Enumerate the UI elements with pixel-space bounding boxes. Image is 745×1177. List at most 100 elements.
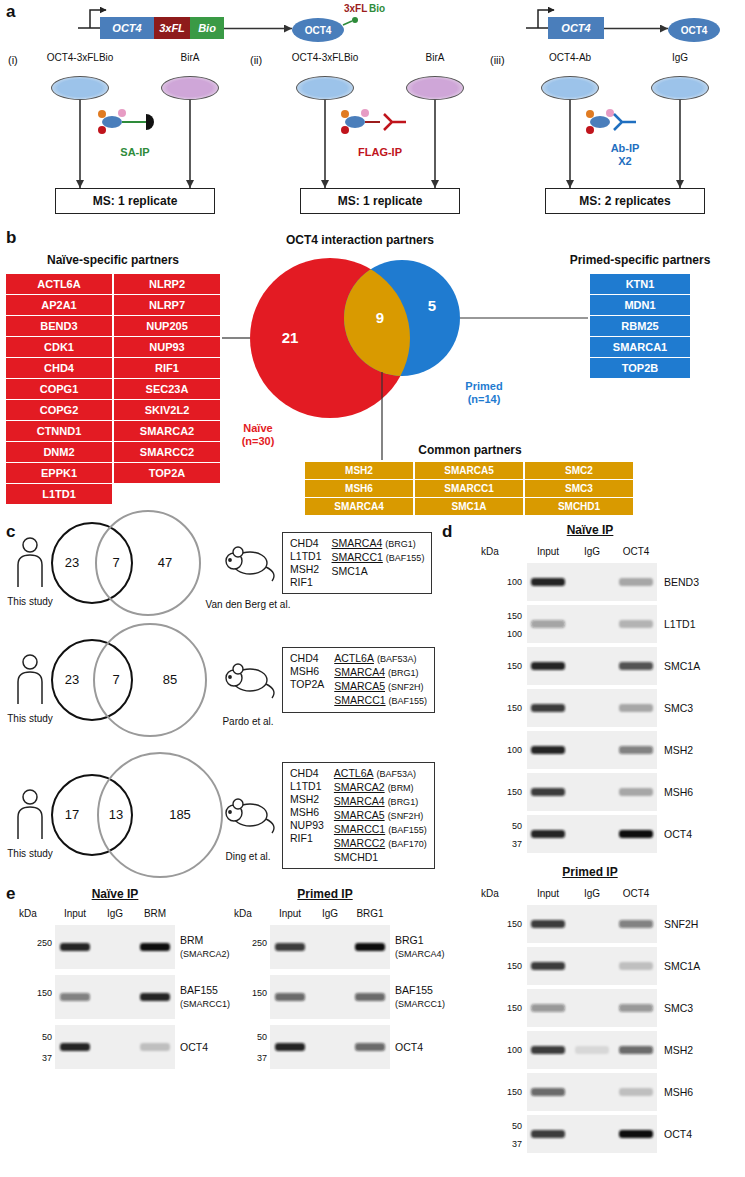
- gene-alias: (BRM): [388, 783, 414, 793]
- promoter-arrow-part: [78, 27, 100, 29]
- protein-band: [531, 788, 565, 796]
- venn-outline-part: [52, 775, 132, 855]
- text-label: MSH6: [664, 1086, 693, 1098]
- box-text: NLRP2: [149, 278, 185, 290]
- protein-band: [531, 620, 565, 628]
- protein-complex: [586, 109, 614, 134]
- partner-cell: NUP93: [114, 337, 220, 357]
- protein-band: [619, 1088, 653, 1096]
- venn-diagram: [250, 258, 460, 418]
- flow-arrow: [79, 100, 81, 188]
- gene-line: SMARCC1(BAF155): [334, 694, 427, 708]
- text-label: 150: [507, 703, 522, 713]
- gene-line: SMARCA5(SNF2H): [334, 680, 427, 694]
- partner-cell: DNM2: [6, 442, 112, 462]
- text-label: 100: [507, 745, 522, 755]
- box-text: CHD4: [44, 362, 74, 374]
- protein-complex-part: [341, 126, 349, 134]
- gene-column: CHD4L1TD1MSH2MSH6NUP93RIF1: [290, 767, 324, 864]
- text-label: 50: [512, 1120, 522, 1130]
- protein-band: [60, 1043, 90, 1051]
- gene-name: SMARCA5: [334, 809, 385, 821]
- blot-strip: [527, 1031, 657, 1069]
- text-label: SMC3: [664, 1002, 693, 1014]
- mouse-icon-part: [229, 676, 231, 678]
- box-text: SMARCA5: [444, 465, 493, 476]
- text-label: OCT4: [395, 1041, 423, 1053]
- text-label: Bio: [369, 3, 385, 15]
- gene-line: ACTL6A(BAF53A): [334, 767, 427, 781]
- text-label: Primed IP: [562, 866, 617, 880]
- box-text: BEND3: [40, 320, 77, 332]
- text-label: Naïve (n=30): [232, 422, 284, 447]
- gene-name: SMARCC1: [334, 694, 385, 706]
- gene-segment: OCT4: [548, 17, 604, 39]
- blot-strip: [270, 1025, 390, 1069]
- text-label: (SMARCA2): [180, 949, 230, 959]
- mouse-icon-part: [266, 819, 274, 833]
- flow-arrow: [679, 100, 681, 188]
- blot-strip: [527, 773, 657, 811]
- gene-line: SMARCA2(BRM): [334, 781, 427, 795]
- leader-line-part: [460, 317, 588, 318]
- partner-cell: SEC23A: [114, 379, 220, 399]
- gene-name: SMC1A: [332, 565, 368, 577]
- partner-cell: TOP2A: [114, 463, 220, 483]
- gene-column: SMARCA4(BRG1)SMARCC1(BAF155)SMC1A: [332, 537, 425, 589]
- text-label: d: [442, 522, 452, 542]
- partner-cell: MDN1: [590, 295, 690, 315]
- text-label: Naïve IP: [567, 524, 614, 538]
- gene-name: CHD4: [290, 652, 324, 665]
- text-label: Pardo et al.: [222, 716, 273, 728]
- ms-box: MS: 2 replicates: [545, 188, 705, 214]
- partner-cell: BEND3: [6, 316, 112, 336]
- protein-complex-part: [586, 126, 594, 134]
- partner-cell: SMARCA5: [415, 462, 523, 479]
- dish-art: [161, 76, 219, 100]
- venn-diagram-part: [344, 260, 460, 376]
- box-text: MS: 1 replicate: [93, 194, 178, 208]
- text-label: BAF155: [395, 984, 433, 996]
- gene-name: MSH6: [290, 665, 324, 678]
- text-label: OCT4: [623, 546, 650, 558]
- gene-alias: (BAF155): [388, 825, 427, 835]
- biotin-tag-part: [352, 17, 358, 23]
- gene-segment: 3xFL: [154, 17, 190, 39]
- protein-band: [355, 1043, 385, 1051]
- box-text: KTN1: [626, 278, 655, 290]
- text-label: Ding et al.: [225, 851, 270, 863]
- gene-name: CHD4: [290, 767, 324, 780]
- protein-band: [531, 578, 565, 586]
- partner-cell: SMARCC2: [114, 442, 220, 462]
- partner-cell: EPPK1: [6, 463, 112, 483]
- partner-cell: AP2A1: [6, 295, 112, 315]
- partner-cell: CDK1: [6, 337, 112, 357]
- flow-arrow: [604, 28, 668, 30]
- protein-band: [619, 704, 653, 712]
- text-label: BEND3: [664, 576, 699, 588]
- protein-band: [531, 1046, 565, 1054]
- partner-cell: ACTL6A: [6, 274, 112, 294]
- text-label: 150: [507, 787, 522, 797]
- protein-complex-part: [98, 110, 106, 118]
- gene-line: SMARCC2(BAF170): [334, 837, 427, 851]
- text-label: 85: [163, 673, 177, 688]
- gene-alias: (SNF2H): [388, 811, 424, 821]
- text-label: OCT4: [664, 1128, 692, 1140]
- protein-band: [619, 1130, 653, 1138]
- gene-name: SMARCC1: [334, 823, 385, 835]
- protein-band: [60, 943, 90, 951]
- protein-band: [355, 943, 385, 951]
- venn-outline: [52, 511, 222, 877]
- protein-complex: [341, 109, 380, 134]
- text-label: (i): [8, 54, 18, 67]
- protein-band: [531, 1130, 565, 1138]
- text-label: SMC1A: [664, 960, 700, 972]
- text-label: (ii): [250, 54, 262, 67]
- partner-cell: RIF1: [114, 358, 220, 378]
- dish-art: [296, 76, 354, 100]
- venn-outline-part: [98, 753, 222, 877]
- ms-box: MS: 1 replicate: [300, 188, 460, 214]
- text-label: 250: [37, 937, 52, 947]
- text-label: Input: [537, 888, 559, 900]
